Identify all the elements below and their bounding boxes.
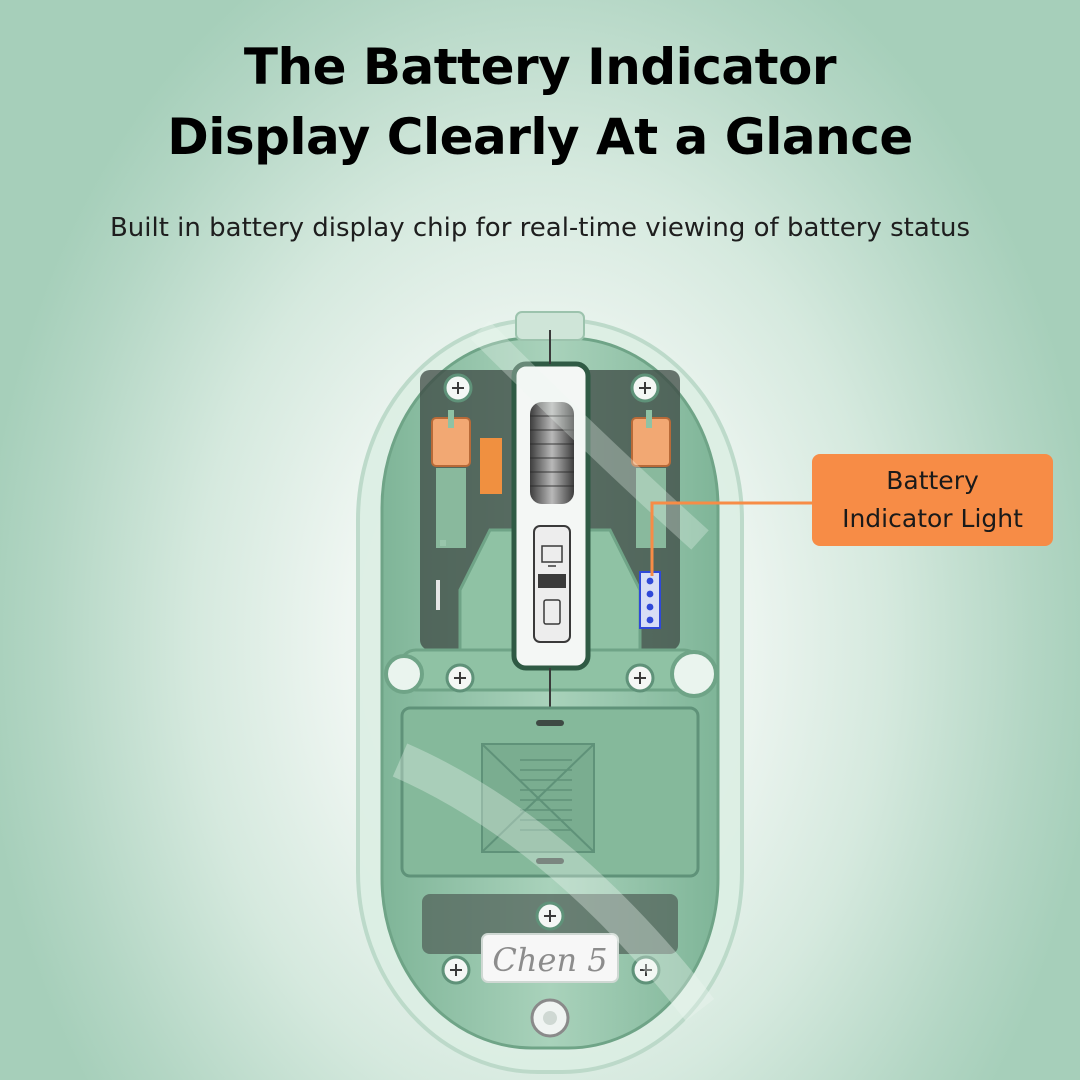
battery-led [646, 577, 654, 585]
screw-icon [441, 373, 661, 985]
battery-led [646, 603, 654, 611]
headline-line-1: The Battery Indicator [243, 38, 837, 96]
headline: The Battery Indicator Display Clearly At… [0, 32, 1080, 172]
battery-indicator-callout: Battery Indicator Light [812, 454, 1053, 546]
callout-line-2: Indicator Light [842, 504, 1023, 533]
subtitle: Built in battery display chip for real-t… [109, 213, 971, 243]
callout-line-1: Battery [886, 466, 979, 495]
battery-led [646, 616, 654, 624]
headline-line-2: Display Clearly At a Glance [167, 108, 913, 166]
transparent-mouse-image: Chen 5 [356, 311, 744, 1074]
battery-led-cluster [639, 571, 661, 629]
name-plate [481, 933, 619, 983]
scroll-wheel [530, 402, 574, 504]
battery-led [646, 590, 654, 598]
name-plate-label: Chen 5 [492, 941, 607, 979]
